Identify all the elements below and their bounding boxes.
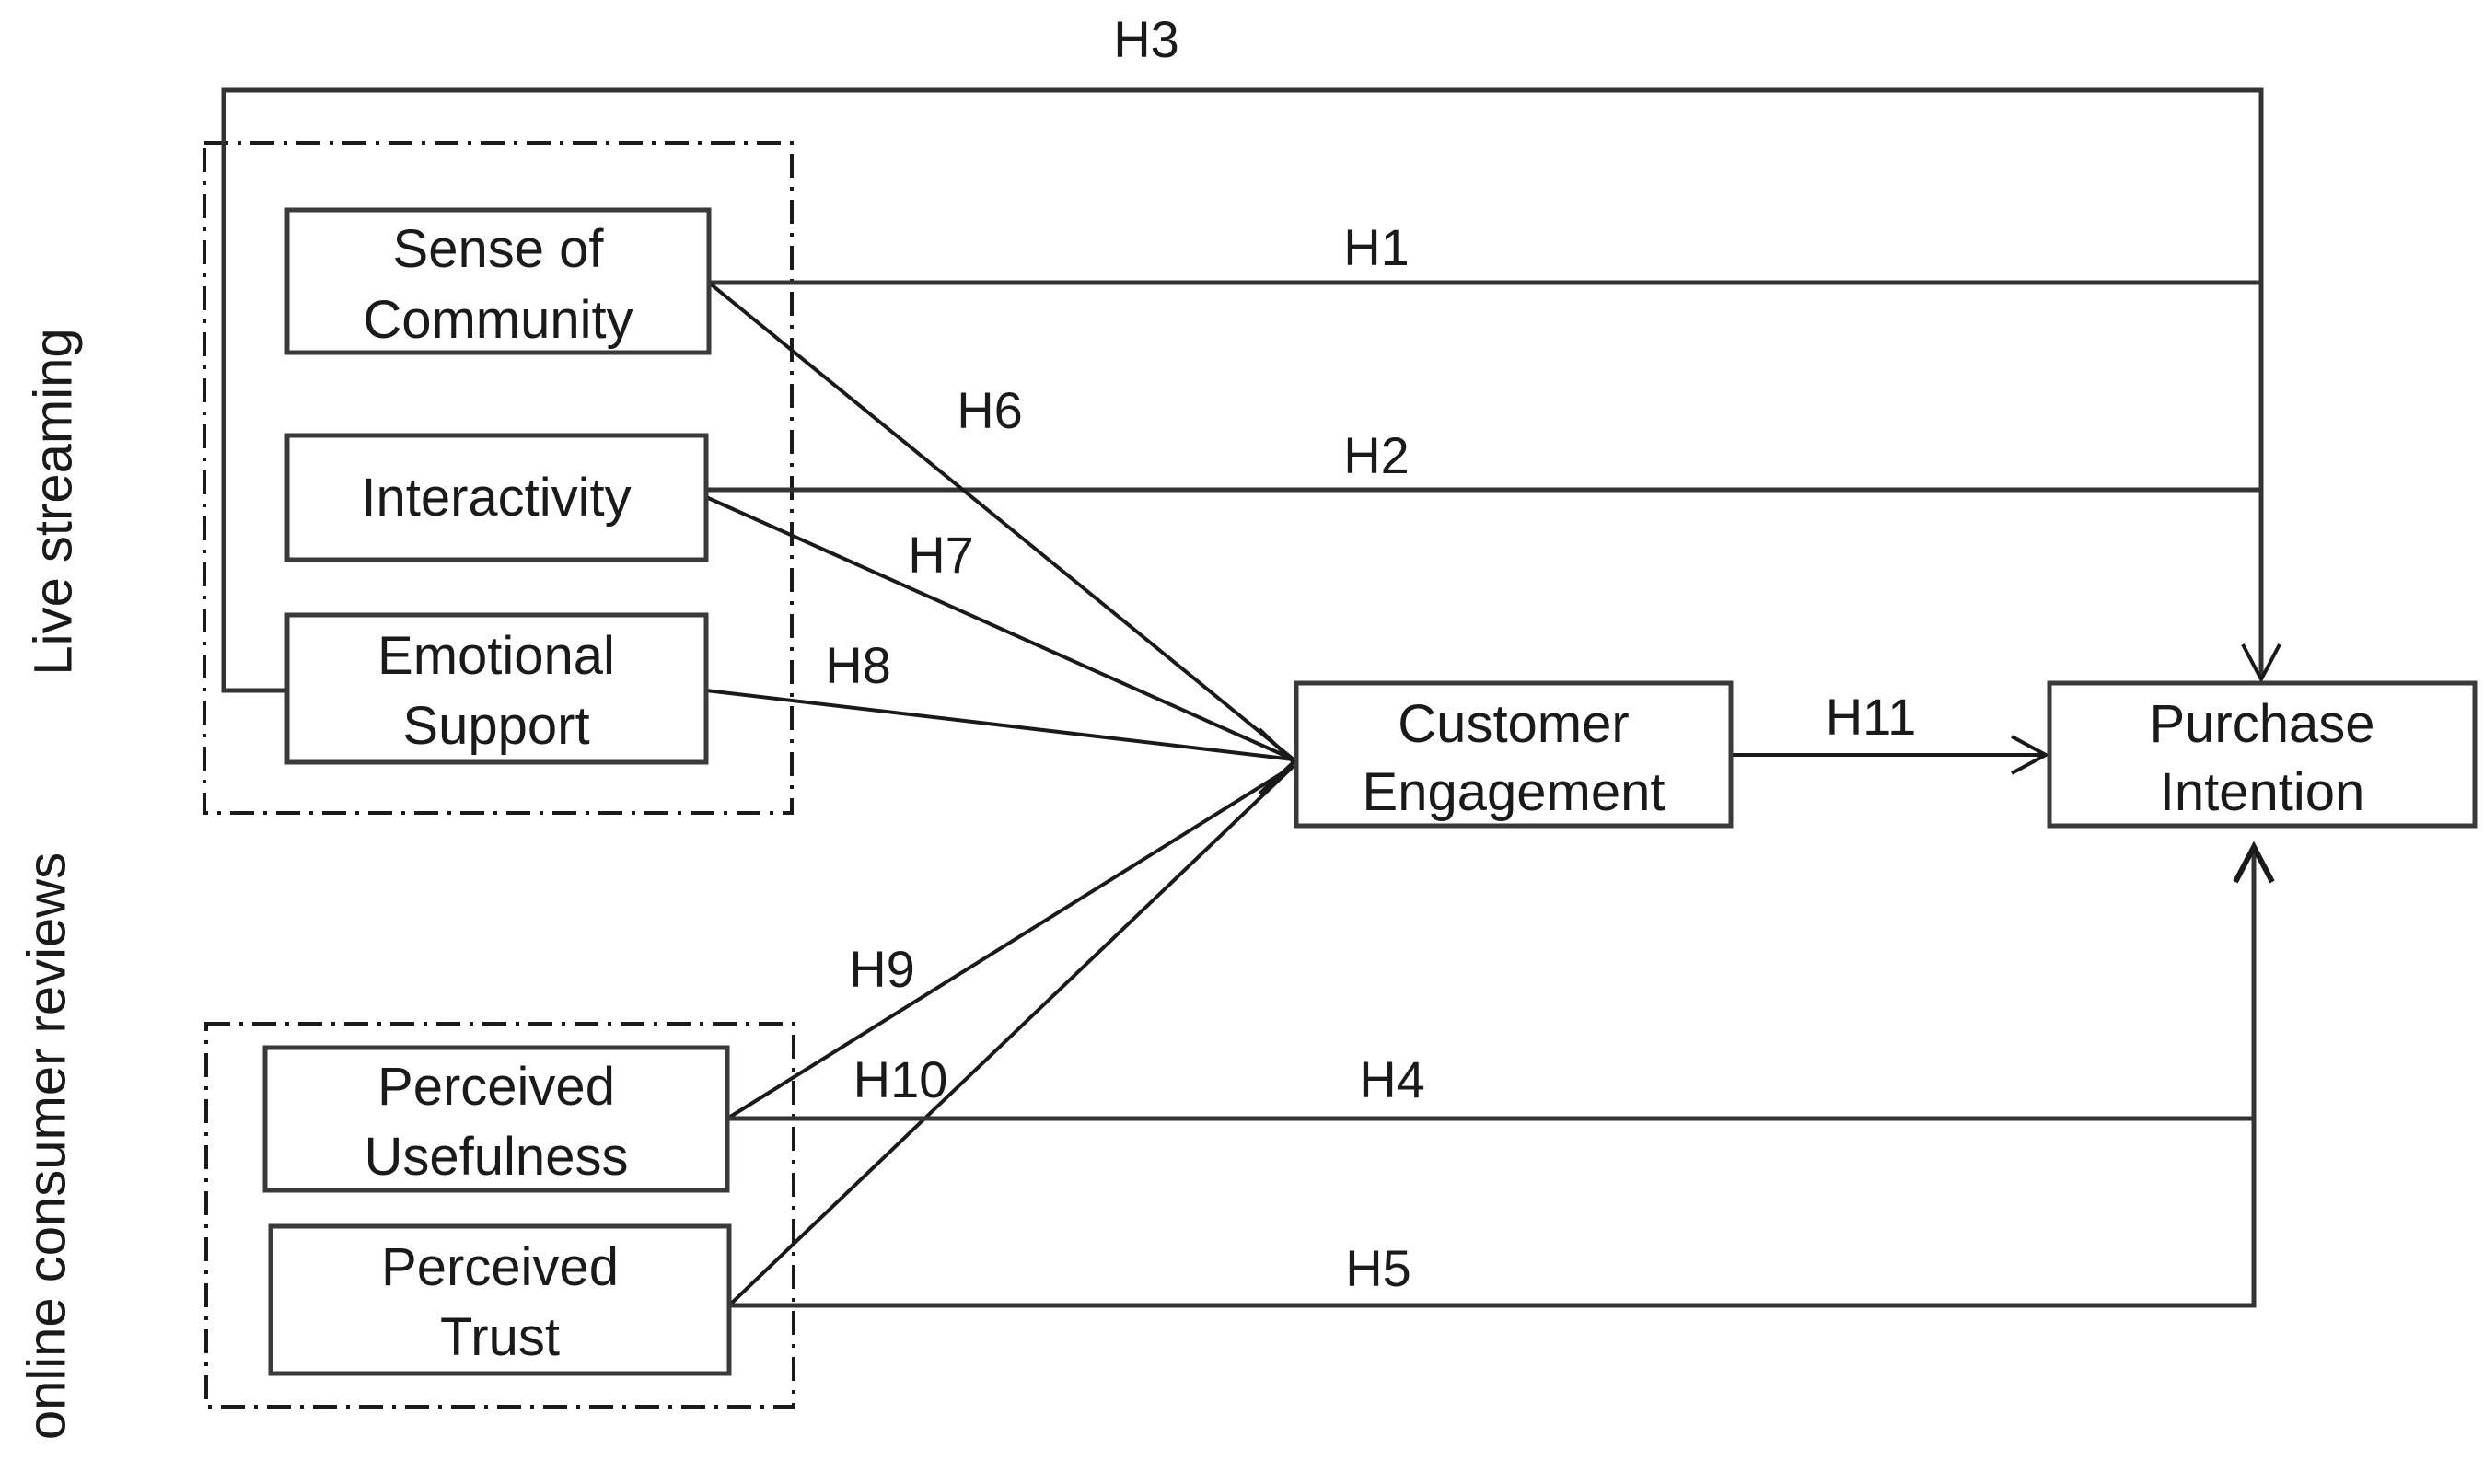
online-reviews-label: online consumer reviews: [17, 852, 76, 1440]
path-h10: [727, 764, 1295, 1307]
label-h11: H11: [1826, 688, 1917, 746]
svg-text:Perceived: Perceived: [377, 1057, 615, 1117]
path-h5: [729, 852, 2257, 1308]
label-h1: H1: [1343, 218, 1410, 276]
arrowhead-h3: [2241, 643, 2281, 684]
arrowhead-customer-engagement: [1258, 727, 1296, 795]
svg-text:Emotional: Emotional: [377, 626, 615, 686]
label-h8: H8: [825, 636, 891, 694]
label-h2: H2: [1343, 426, 1410, 484]
live-streaming-label: Live streaming: [23, 328, 83, 675]
svg-text:Usefulness: Usefulness: [365, 1127, 629, 1187]
svg-text:Perceived: Perceived: [381, 1237, 619, 1297]
arrowhead-h4-h5: [2233, 841, 2275, 884]
label-h7: H7: [908, 526, 974, 584]
svg-text:Interactivity: Interactivity: [361, 468, 631, 528]
svg-text:Intention: Intention: [2160, 762, 2365, 822]
node-perceived-usefulness: Perceived Usefulness: [262, 1045, 730, 1193]
svg-text:Trust: Trust: [440, 1307, 560, 1367]
live-streaming-group-box: [203, 141, 794, 815]
arrowhead-h11: [2011, 735, 2050, 775]
path-h3: [221, 87, 2264, 693]
online-reviews-group-box: [204, 1022, 795, 1409]
svg-text:Support: Support: [402, 696, 589, 756]
node-customer-engagement: Customer Engagement: [1294, 680, 1734, 829]
svg-text:Purchase: Purchase: [2149, 694, 2374, 754]
path-h4: [727, 852, 2257, 1121]
label-h4: H4: [1359, 1050, 1425, 1108]
svg-text:Customer: Customer: [1398, 694, 1629, 754]
svg-text:Sense of: Sense of: [393, 219, 605, 279]
label-h9: H9: [849, 940, 915, 998]
node-perceived-trust: Perceived Trust: [268, 1223, 732, 1376]
node-emotional-support: Emotional Support: [284, 612, 709, 765]
label-h6: H6: [957, 381, 1023, 439]
path-h9: [725, 764, 1295, 1120]
svg-text:Engagement: Engagement: [1363, 762, 1666, 822]
node-sense-of-community: Sense of Community: [284, 207, 712, 355]
label-h5: H5: [1345, 1239, 1411, 1297]
node-purchase-intention: Purchase Intention: [2047, 680, 2478, 829]
label-h3: H3: [1113, 10, 1179, 68]
svg-text:Community: Community: [363, 290, 633, 350]
label-h10: H10: [853, 1050, 948, 1108]
path-h7: [705, 495, 1294, 761]
path-h8: [705, 689, 1294, 761]
path-h6: [707, 281, 1295, 761]
node-interactivity: Interactivity: [284, 433, 709, 562]
